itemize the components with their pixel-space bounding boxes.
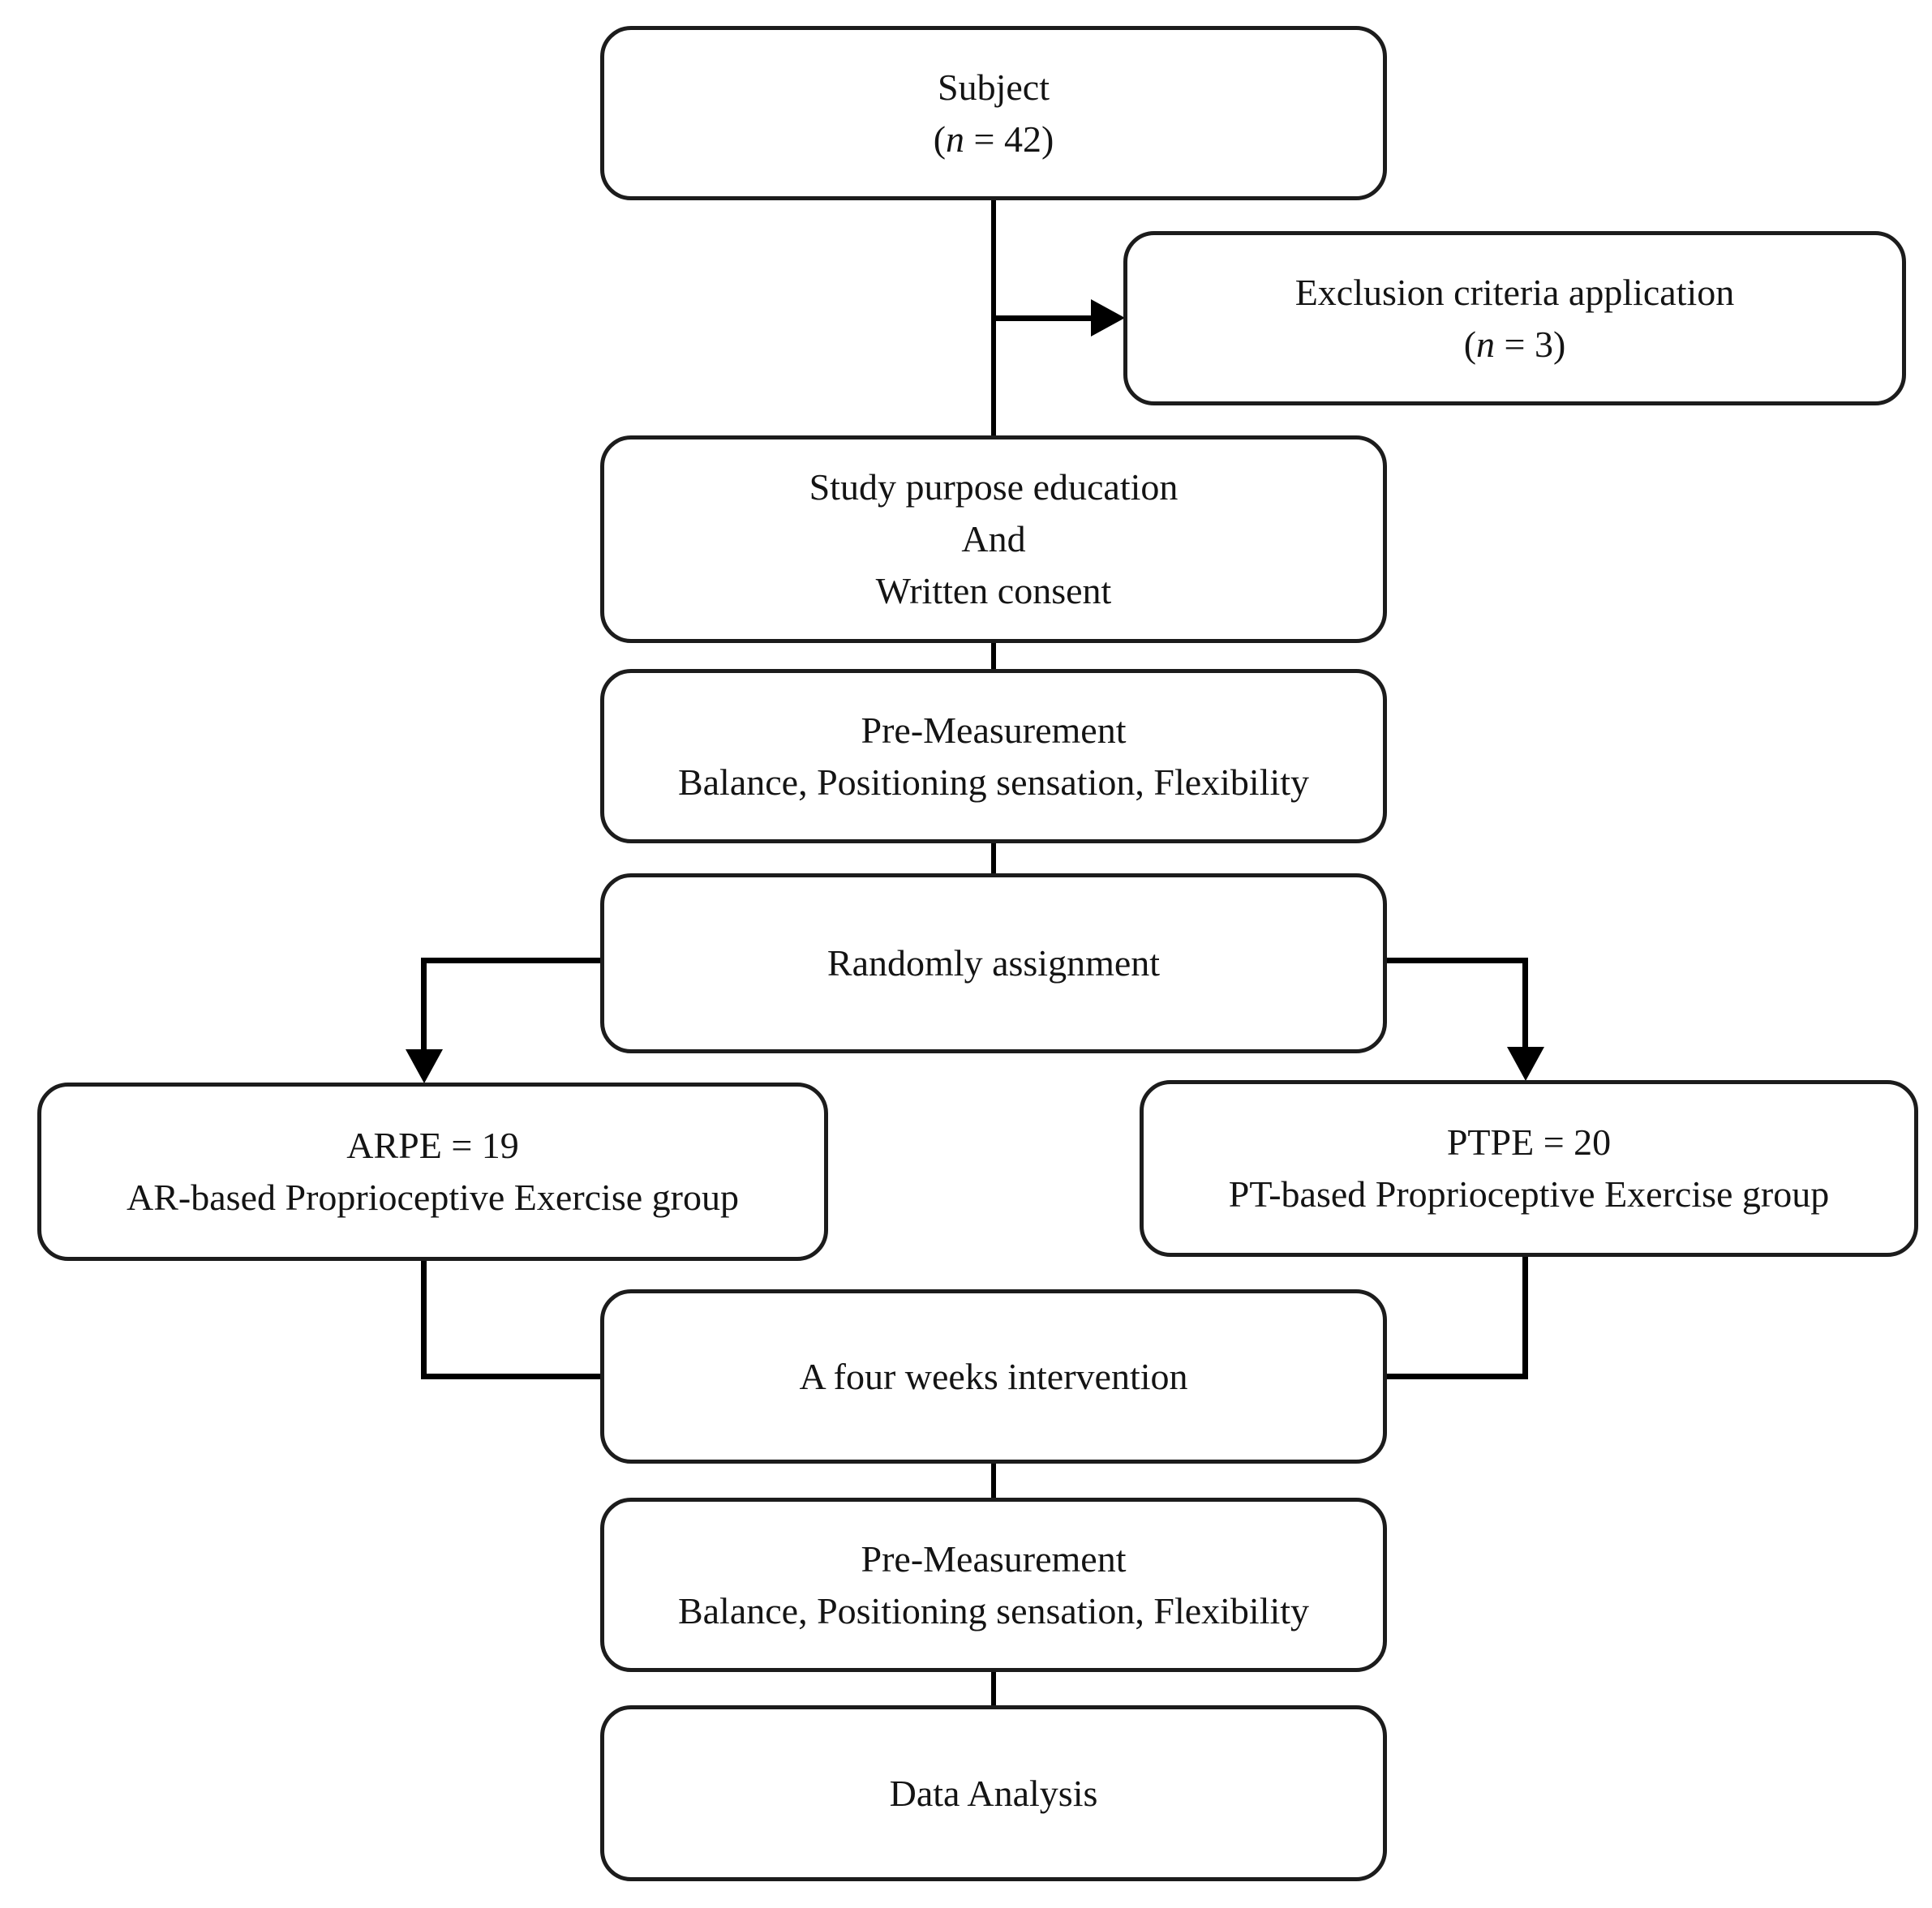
n-value: = 42) [964, 118, 1054, 160]
n-value: = 3) [1495, 323, 1566, 365]
flowchart-node-data-analysis: Data Analysis [600, 1705, 1387, 1881]
node-title: Subject [938, 66, 1050, 108]
node-line: Data Analysis [889, 1772, 1098, 1814]
paren-open: ( [933, 118, 947, 160]
connector-subject-to-exclusion [991, 315, 1093, 321]
connector-ptpe-to-intervention [1384, 1374, 1528, 1379]
node-line: Pre-Measurement [861, 709, 1127, 751]
node-line: Balance, Positioning sensation, Flexibil… [677, 1589, 1310, 1631]
connector-intervention-to-postmeasurement [991, 1462, 996, 1501]
flowchart-node-education-consent: Study purpose education And Written cons… [600, 435, 1387, 643]
node-sample-size: (n = 42) [934, 114, 1054, 165]
connector-randomization-left-horizontal [421, 958, 603, 963]
n-variable: n [1476, 323, 1496, 365]
paren-open: ( [1463, 323, 1477, 365]
arrowhead-down-right-icon [1507, 1047, 1544, 1081]
arrowhead-down-left-icon [406, 1049, 443, 1083]
node-line: PT-based Proprioceptive Exercise group [1228, 1173, 1830, 1215]
flowchart-node-intervention: A four weeks intervention [600, 1289, 1387, 1464]
node-line: And [961, 518, 1026, 560]
node-line: PTPE = 20 [1446, 1121, 1612, 1163]
flowchart-node-post-measurement: Pre-Measurement Balance, Positioning sen… [600, 1498, 1387, 1672]
connector-arpe-to-intervention [421, 1374, 603, 1379]
flowchart-node-ptpe-group: PTPE = 20 PT-based Proprioceptive Exerci… [1140, 1080, 1918, 1257]
flowchart-node-subject: Subject (n = 42) [600, 26, 1387, 200]
node-line: Balance, Positioning sensation, Flexibil… [677, 761, 1310, 803]
node-title: Exclusion criteria application [1294, 271, 1735, 313]
flowchart-node-pre-measurement: Pre-Measurement Balance, Positioning sen… [600, 669, 1387, 843]
node-line: AR-based Proprioceptive Exercise group [127, 1177, 739, 1218]
flowchart-node-exclusion: Exclusion criteria application (n = 3) [1123, 231, 1906, 405]
flowchart-node-randomization: Randomly assignment [600, 873, 1387, 1053]
node-line: Pre-Measurement [861, 1537, 1127, 1580]
connector-premeasurement-to-randomization [991, 842, 996, 878]
connector-postmeasurement-to-analysis [991, 1670, 996, 1709]
node-sample-size: (n = 3) [1464, 319, 1566, 371]
connector-arpe-down-vertical [421, 1259, 427, 1379]
connector-randomization-right-horizontal [1384, 958, 1528, 963]
arrowhead-right-icon [1091, 299, 1125, 337]
node-line: Study purpose education [809, 466, 1179, 508]
node-line: A four weeks intervention [799, 1355, 1188, 1397]
connector-education-to-premeasurement [991, 641, 996, 674]
node-line: Written consent [875, 570, 1112, 611]
flowchart-node-arpe-group: ARPE = 19 AR-based Proprioceptive Exerci… [37, 1083, 828, 1261]
connector-ptpe-down-vertical [1522, 1255, 1528, 1379]
connector-randomization-right-vertical [1522, 958, 1528, 1049]
node-line: Randomly assignment [826, 942, 1161, 984]
connector-randomization-left-vertical [421, 958, 427, 1053]
node-line: ARPE = 19 [346, 1125, 519, 1166]
n-variable: n [946, 118, 965, 160]
